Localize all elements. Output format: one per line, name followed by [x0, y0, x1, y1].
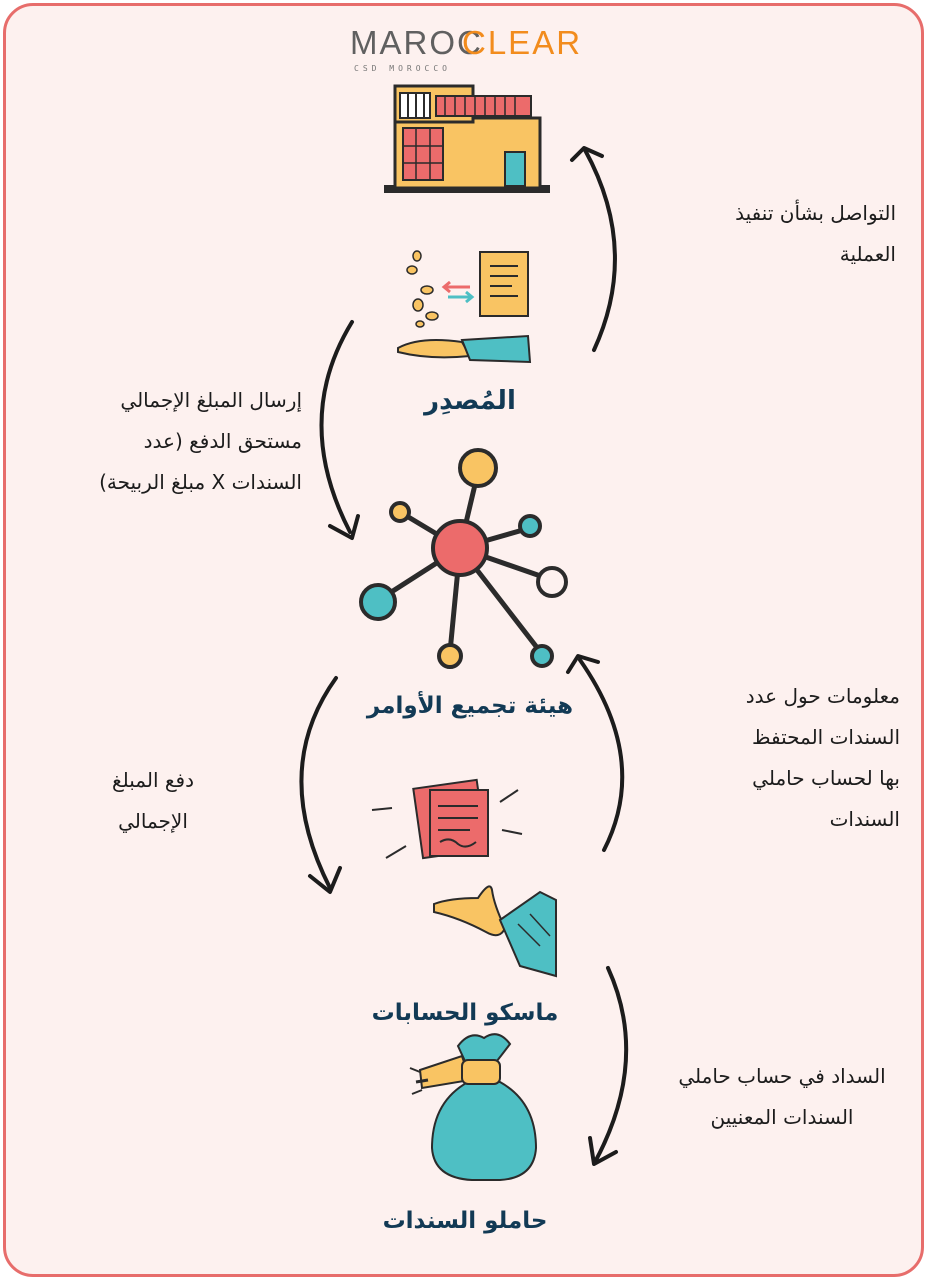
note-line: مستحق الدفع (عدد [143, 429, 302, 453]
note-line: معلومات حول عدد [745, 684, 900, 708]
note-line: الإجمالي [118, 809, 188, 833]
note-line: العملية [839, 242, 896, 266]
note-line: التواصل بشأن تنفيذ [735, 201, 896, 225]
note-line: السندات المحتفظ [751, 725, 900, 749]
arrow-down-pay [299, 676, 338, 890]
arrowhead-pay [308, 866, 342, 894]
note-communication: التواصل بشأن تنفيذ العملية [650, 193, 896, 275]
note-line: السندات [829, 807, 900, 831]
logo-subtitle: CSD MOROCCO [354, 64, 451, 73]
maroclear-logo: MAROC CLEAR CSD MOROCCO [350, 24, 590, 74]
arrow-down-send [319, 320, 354, 534]
arrow-up-communication [583, 148, 617, 352]
note-line: بها لحساب حاملي [752, 766, 900, 790]
note-line: دفع المبلغ [112, 768, 194, 792]
arrowhead-settlement [588, 1136, 618, 1166]
arrow-down-settlement [593, 966, 629, 1164]
documents-icon [371, 778, 523, 860]
coin-exchange-icon [397, 250, 532, 364]
note-pay-total: دفع المبلغ الإجمالي [78, 760, 228, 842]
issuer-label: المُصدِر [424, 386, 516, 416]
note-line: إرسال المبلغ الإجمالي [120, 388, 302, 412]
logo-clear: CLEAR [462, 24, 583, 61]
building-icon [384, 84, 550, 193]
arrow-up-info [578, 658, 625, 852]
account-keepers-label: ماسكو الحسابات [371, 1000, 559, 1026]
note-line: السندات المعنيين [710, 1105, 854, 1129]
holders-label: حاملو السندات [382, 1208, 548, 1234]
note-line: السندات X مبلغ الربيحة) [99, 470, 302, 494]
open-hand-icon [433, 885, 557, 978]
logo-maroc: MAROC [350, 24, 483, 61]
arrowhead-info [566, 654, 600, 674]
note-settlement: السداد في حساب حاملي السندات المعنيين [654, 1056, 910, 1138]
note-info: معلومات حول عدد السندات المحتفظ بها لحسا… [680, 676, 900, 840]
note-line: السداد في حساب حاملي [678, 1064, 886, 1088]
network-hub-icon [359, 448, 568, 669]
money-bag-icon [409, 1033, 538, 1181]
note-send-total: إرسال المبلغ الإجمالي مستحق الدفع (عدد ا… [22, 380, 302, 503]
collective-label: هيئة تجميع الأوامر [366, 693, 574, 719]
arrowhead-send [328, 514, 360, 540]
arrowhead-communication [570, 146, 604, 162]
